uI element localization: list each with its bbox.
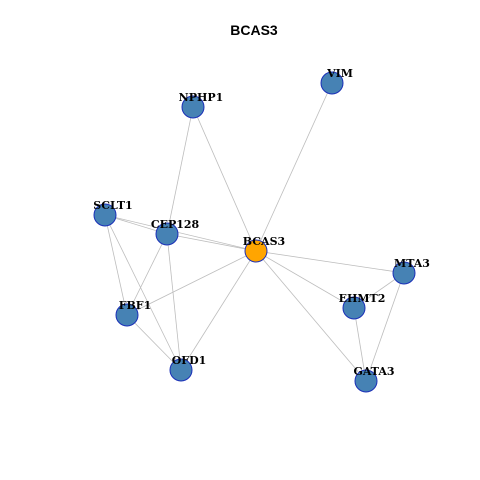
node-fbf1[interactable]: FBF1 <box>115 299 152 327</box>
edge-bcas3-ehmt2 <box>255 250 355 309</box>
edge-ehmt2-gata3 <box>353 307 367 382</box>
node-circle[interactable] <box>169 358 193 382</box>
edge-sclt1-fbf1 <box>104 214 128 316</box>
node-circle[interactable] <box>181 95 205 119</box>
node-mta3[interactable]: MTA3 <box>392 257 430 285</box>
node-label: NPHP1 <box>179 91 224 104</box>
edge-cep128-fbf1 <box>126 233 168 316</box>
edge-bcas3-vim <box>255 82 333 252</box>
edge-cep128-ofd1 <box>166 233 182 371</box>
node-label: MTA3 <box>394 257 430 270</box>
nodes-layer: BCAS3 VIM NPHP1SCLT1CEP128MTA3EHMT2FBF1OFD… <box>93 67 430 393</box>
node-bcas3[interactable]: BCAS3 <box>243 235 285 263</box>
node-circle[interactable] <box>244 239 268 263</box>
edge-sclt1-ofd1 <box>104 214 182 371</box>
edge-bcas3-nphp1 <box>192 106 257 252</box>
node-label: EHMT2 <box>339 292 386 305</box>
edges-layer <box>104 82 405 382</box>
node-gata3[interactable]: GATA3 <box>353 365 395 393</box>
node-label: BCAS3 <box>243 235 285 248</box>
node-circle[interactable] <box>93 203 117 227</box>
node-circle[interactable] <box>354 369 378 393</box>
edge-bcas3-gata3 <box>255 250 367 382</box>
node-circle[interactable] <box>342 296 366 320</box>
node-ehmt2[interactable]: EHMT2 <box>339 292 386 320</box>
node-label: GATA3 <box>353 365 394 378</box>
edge-mta3-gata3 <box>365 272 405 382</box>
edge-nphp1-cep128 <box>166 106 194 235</box>
node-label: CEP128 <box>151 218 200 231</box>
edge-bcas3-sclt1 <box>104 214 257 252</box>
edge-bcas3-cep128 <box>166 233 257 252</box>
node-vim[interactable]: VIM <box>320 67 353 95</box>
node-circle[interactable] <box>392 261 416 285</box>
diagram-title: BCAS3 <box>230 22 278 38</box>
node-label: VIM <box>326 67 353 80</box>
node-circle[interactable] <box>155 222 179 246</box>
edge-fbf1-ofd1 <box>126 314 182 371</box>
node-nphp1[interactable]: NPHP1 <box>179 91 224 119</box>
node-cep128[interactable]: CEP128 <box>151 218 200 246</box>
edge-bcas3-ofd1 <box>180 250 257 371</box>
node-label: SCLT1 <box>93 199 132 212</box>
node-ofd1[interactable]: OFD1 <box>169 354 207 382</box>
node-sclt1[interactable]: SCLT1 <box>93 199 133 227</box>
node-label: OFD1 <box>172 354 207 367</box>
node-circle[interactable] <box>115 303 139 327</box>
node-circle[interactable] <box>320 71 344 95</box>
node-label: FBF1 <box>119 299 152 312</box>
edge-bcas3-mta3 <box>255 250 405 274</box>
